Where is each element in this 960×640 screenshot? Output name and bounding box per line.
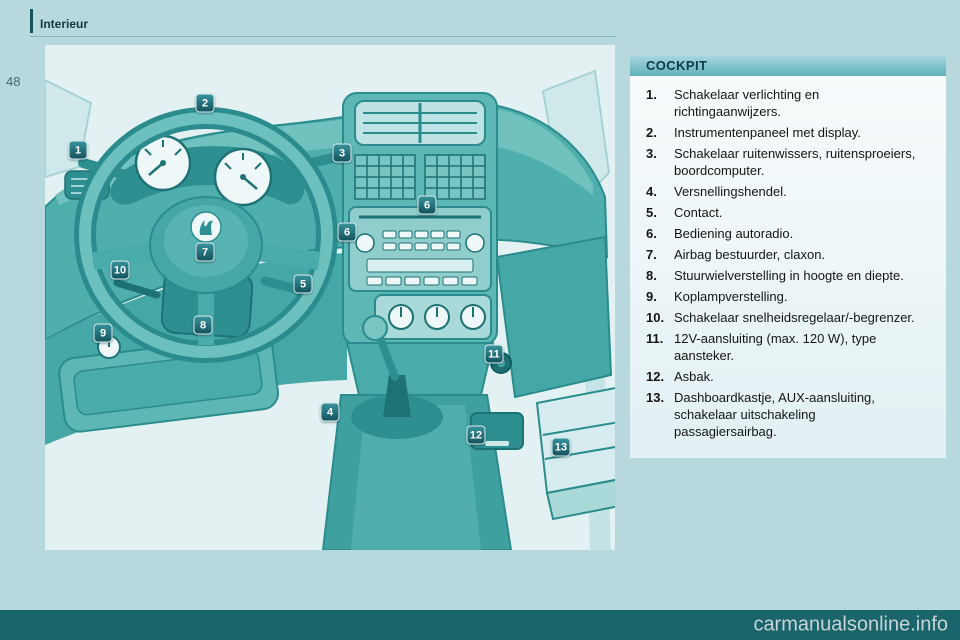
legend-item-text: Versnellingshendel. xyxy=(674,184,787,199)
callout-badge-11: 11 xyxy=(484,344,504,364)
callout-badge-13: 13 xyxy=(551,437,571,457)
legend-item-number: 8. xyxy=(646,268,657,283)
center-vents xyxy=(354,100,486,146)
legend-item-text: Koplampverstelling. xyxy=(674,289,788,304)
legend-item: 8. Stuurwielverstelling in hoogte en diep… xyxy=(646,267,916,284)
legend-item: 12. Asbak. xyxy=(646,368,916,385)
site-watermark: carmanualsonline.info xyxy=(753,613,948,636)
gear-shifter xyxy=(351,315,443,439)
callout-badge-12: 12 xyxy=(466,425,486,445)
legend-item-number: 12. xyxy=(646,369,665,384)
legend-item-text: Instrumentenpaneel met display. xyxy=(674,125,861,140)
callout-badge-4: 4 xyxy=(320,402,340,422)
dashboard-illustration xyxy=(45,45,615,550)
callout-badge-7: 7 xyxy=(195,242,215,262)
chapter-label: Interieur xyxy=(40,17,89,31)
legend-title: COCKPIT xyxy=(630,55,946,76)
legend-list: 1. Schakelaar verlichting en richtingaanw… xyxy=(630,76,946,458)
callout-badge-8: 8 xyxy=(193,315,213,335)
legend-item-text: Dashboardkastje, AUX-aansluiting, schake… xyxy=(674,390,875,439)
legend-item-text: Asbak. xyxy=(674,369,714,384)
legend-item: 6. Bediening autoradio. xyxy=(646,225,916,242)
callout-badge-2: 2 xyxy=(195,93,215,113)
instrument-cluster xyxy=(110,134,305,207)
legend-item-number: 11. xyxy=(646,331,664,346)
cruise-stalk xyxy=(113,279,161,299)
legend-item: 2. Instrumentenpaneel met display. xyxy=(646,124,916,141)
legend-item-text: Bediening autoradio. xyxy=(674,226,794,241)
legend-item-number: 13. xyxy=(646,390,665,405)
legend-item: 7. Airbag bestuurder, claxon. xyxy=(646,246,916,263)
callout-badge-5: 5 xyxy=(293,274,313,294)
bottom-bar: carmanualsonline.info xyxy=(0,610,960,640)
legend-item: 4. Versnellingshendel. xyxy=(646,183,916,200)
legend-item-number: 9. xyxy=(646,289,657,304)
dashboard-lower-right xyxy=(495,235,613,399)
legend-item: 3. Schakelaar ruitenwissers, ruitensproei… xyxy=(646,145,916,179)
legend-item-number: 2. xyxy=(646,125,657,140)
legend-item: 11. 12V-aansluiting (max. 120 W), type aa… xyxy=(646,330,916,364)
louver-grids xyxy=(354,154,486,200)
callout-badge-6: 6 xyxy=(337,222,357,242)
callout-badge-9: 9 xyxy=(93,323,113,343)
legend-item-number: 3. xyxy=(646,146,657,161)
legend-item: 9. Koplampverstelling. xyxy=(646,288,916,305)
legend-item-number: 5. xyxy=(646,205,657,220)
legend-item-text: 12V-aansluiting (max. 120 W), type aanst… xyxy=(674,331,877,363)
legend-panel: COCKPIT 1. Schakelaar verlichting en rich… xyxy=(630,55,946,458)
legend-item-number: 7. xyxy=(646,247,657,262)
legend-item: 5. Contact. xyxy=(646,204,916,221)
page-number: 48 xyxy=(6,74,21,89)
legend-item-number: 4. xyxy=(646,184,657,199)
glovebox xyxy=(535,387,615,521)
legend-item-text: Stuurwielverstelling in hoogte en diepte… xyxy=(674,268,904,283)
legend-item-number: 10. xyxy=(646,310,665,325)
legend-item-text: Contact. xyxy=(674,205,723,220)
callout-badge-10: 10 xyxy=(110,260,130,280)
callout-badge-3: 3 xyxy=(332,143,352,163)
climate-controls xyxy=(374,294,492,340)
legend-item-text: Schakelaar verlichting en richtingaanwij… xyxy=(674,87,820,119)
callout-badge-1: 1 xyxy=(68,140,88,160)
legend-item-text: Schakelaar snelheidsregelaar/-begrenzer. xyxy=(674,310,915,325)
legend-item-number: 6. xyxy=(646,226,657,241)
chapter-rule xyxy=(30,36,616,37)
legend-item: 13. Dashboardkastje, AUX-aansluiting, sch… xyxy=(646,389,916,440)
brand-lion-emblem xyxy=(190,211,222,243)
legend-item-text: Airbag bestuurder, claxon. xyxy=(674,247,826,262)
legend-item: 1. Schakelaar verlichting en richtingaanw… xyxy=(646,86,916,120)
legend-item-text: Schakelaar ruitenwissers, ruitensproeier… xyxy=(674,146,916,178)
chapter-accent-bar xyxy=(30,9,33,33)
callout-badge-6: 6 xyxy=(417,195,437,215)
radio xyxy=(348,206,492,292)
legend-item-number: 1. xyxy=(646,87,657,102)
legend-item: 10. Schakelaar snelheidsregelaar/-begrenz… xyxy=(646,309,916,326)
